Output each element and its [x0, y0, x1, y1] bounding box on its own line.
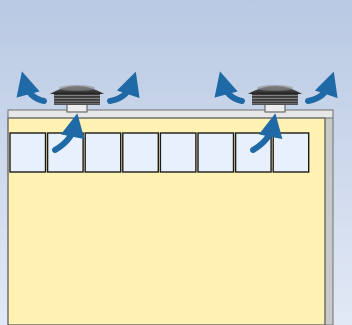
window-pane: [159, 132, 197, 173]
ventilator-base: [264, 103, 286, 113]
ventilator-cap-highlight: [59, 85, 95, 91]
building-side-wall: [324, 111, 334, 325]
window-pane: [272, 132, 310, 173]
window-pane: [197, 132, 235, 173]
airflow-arrow-icon: [250, 113, 283, 153]
window-pane: [122, 132, 160, 173]
roof-ventilators: [50, 85, 302, 113]
airflow-arrow-icon: [305, 71, 338, 104]
roof-ventilator-icon: [50, 85, 104, 113]
ventilator-cap-highlight: [257, 85, 293, 91]
ventilator-louver-body: [54, 93, 100, 105]
airflow-arrow-icon: [16, 71, 47, 104]
ventilator-louver-body: [252, 93, 298, 105]
airflow-arrow-icon: [214, 71, 245, 104]
airflow-arrows: [16, 71, 338, 153]
airflow-arrow-icon: [52, 113, 85, 153]
airflow-arrow-icon: [107, 71, 140, 104]
window-pane: [9, 132, 47, 173]
roof-ventilator-icon: [248, 85, 302, 113]
ventilator-base: [66, 103, 88, 113]
window-pane: [84, 132, 122, 173]
